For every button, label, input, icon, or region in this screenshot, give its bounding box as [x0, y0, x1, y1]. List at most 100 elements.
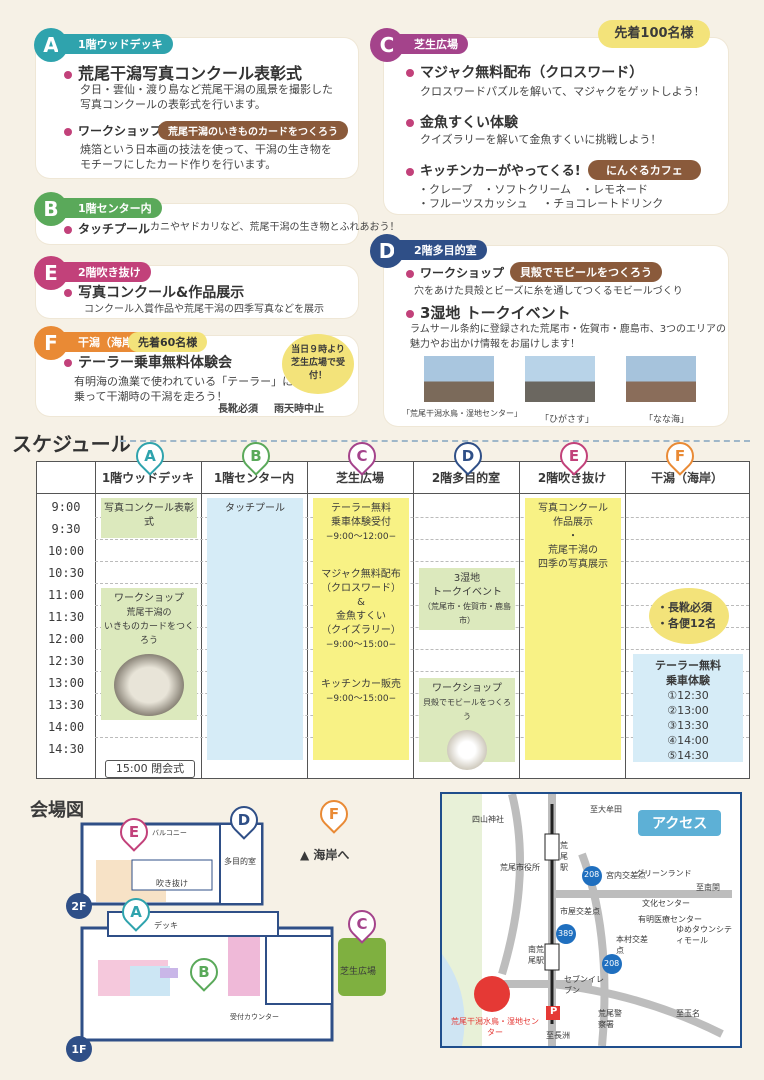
label-police: 荒尾警察署 [598, 1009, 622, 1029]
badge-d: D [370, 234, 404, 268]
a-workshop-event: ワークショップ 荒尾干潟の いきものカードをつくろう [101, 588, 197, 720]
label-youme: ゆめタウンシティモール [676, 925, 732, 945]
a-event2-desc2: モチーフにしたカード作りを行います。 [80, 158, 277, 171]
d-workshop-event: ワークショップ 貝殻でモビールをつくろう [419, 678, 515, 770]
b-touchpool-event: タッチプール [207, 498, 303, 760]
label-miyauchi: 宮内交差点 [606, 871, 646, 880]
header-atrium: 2階吹き抜け [519, 462, 625, 494]
time-label: 9:30 [51, 522, 81, 536]
f-event-title: テーラー乗車無料体験会 [64, 352, 232, 372]
label-tamana: 至玉名 [676, 1009, 700, 1018]
e-event-title: 写真コンクール&作品展示 [64, 282, 244, 302]
location-b: 1階センター内 [58, 198, 162, 218]
e-exhibit-event: 写真コンクール 作品展示 ・ 荒尾干潟の 四季の写真展示 [525, 498, 621, 760]
f-note1: 長靴必須 [218, 404, 258, 415]
section-a-card [36, 38, 358, 178]
schedule-title: スケジュール [12, 432, 131, 456]
label-route-208b: 208 [604, 959, 620, 968]
venue-title: 会場図 [30, 800, 84, 821]
header-center: 1階センター内 [201, 462, 307, 494]
row-divider [95, 539, 749, 540]
b-event-desc: カニやヤドカリなど、荒尾干潟の生き物とふれあおう！ [150, 222, 400, 233]
lawn-label: 芝生広場 [340, 967, 377, 977]
label-city-hall: 荒尾市役所 [500, 863, 540, 872]
time-label: 10:30 [47, 566, 85, 580]
floor-1f: 1F [66, 1036, 92, 1062]
f-tailor-event: テーラー無料 乗車体験 ①12:30 ②13:00 ③13:30 ④14:00 … [633, 654, 743, 762]
header-lawn: 芝生広場 [307, 462, 413, 494]
access-title: アクセス [638, 810, 722, 836]
a-event1-title: 荒尾干潟写真コンクール表彰式 [64, 60, 302, 84]
col-divider [519, 462, 520, 778]
f-note2: 雨天時中止 [274, 404, 324, 415]
d-event2-desc2: 魅力やお出かけ情報をお届けします！ [410, 339, 580, 350]
label-route-208a: 208 [584, 870, 600, 879]
time-label: 13:30 [47, 698, 85, 712]
label-arao-station: 荒尾駅 [560, 841, 568, 872]
c-event2-title: 金魚すくい体験 [406, 112, 518, 132]
c-event3-title: キッチンカーがやってくる! [406, 160, 581, 179]
f-event-desc2: 乗って干潮時の干潟を走ろう！ [74, 390, 228, 403]
schedule-table: 1階ウッドデッキ 1階センター内 芝生広場 2階多目的室 2階吹き抜け 干潟（海… [36, 461, 750, 779]
label-seven: セブンイレブン [564, 975, 604, 995]
d-mobile-photo [447, 730, 487, 770]
d-photo2-caption: 「ひがさす」 [540, 415, 595, 425]
d-event1-title: ワークショップ [406, 264, 504, 281]
time-label: 11:30 [47, 610, 85, 624]
label-omuta: 至大牟田 [590, 805, 622, 814]
header-tideflat: 干潟（海岸） [625, 462, 749, 494]
d-talk-event: 3湿地 トークイベント （荒尾市・佐賀市・鹿島市） [419, 568, 515, 630]
access-roads [442, 794, 732, 1046]
col-divider [625, 462, 626, 778]
time-label: 11:00 [47, 588, 85, 602]
time-label: 13:00 [47, 676, 85, 690]
d-photo1 [424, 356, 494, 402]
col-divider [201, 462, 202, 778]
row-divider [95, 671, 749, 672]
section-c-card [384, 38, 728, 214]
a-award-event: 写真コンクール表彰式 [101, 498, 197, 538]
b-event-title: タッチプール [64, 220, 150, 237]
deck-label: デッキ [154, 921, 178, 930]
f-note-bubble: ・長靴必須 ・各便12名 [649, 588, 729, 644]
d-event2-title: 3湿地 トークイベント [406, 302, 571, 323]
location-e: 2階吹き抜け [58, 262, 151, 282]
c-event2-desc: クイズラリーを解いて金魚すくいに挑戦しよう！ [420, 133, 662, 146]
c-lawn-event: テーラー無料 乗車体験受付 −9:00〜12:00− マジャク無料配布 （クロス… [313, 498, 409, 760]
d-photo1-caption: 「荒尾干潟水鳥・湿地センター」 [402, 409, 522, 418]
header-multipurpose: 2階多目的室 [413, 462, 519, 494]
time-label: 10:00 [47, 544, 85, 558]
col-divider [307, 462, 308, 778]
schedule-divider [120, 440, 750, 442]
balcony-label: バルコニー [152, 829, 187, 837]
d-photo2 [525, 356, 595, 402]
col-divider [413, 462, 414, 778]
c-menu1: ・クレープ ・ソフトクリーム ・レモネード [418, 183, 649, 196]
row-divider [95, 561, 749, 562]
label-hospital: 有明医療センター [638, 915, 702, 924]
f-bubble: 当日９時より芝生広場で受付！ [282, 334, 354, 394]
multi-room-label: 多目的室 [224, 857, 256, 866]
time-label: 14:00 [47, 720, 85, 734]
c-limit: 先着100名様 [598, 20, 710, 48]
d-event1-desc: 穴をあけた貝殻とビーズに糸を通してつくるモビールづくり [414, 286, 683, 297]
header-corner [37, 462, 95, 494]
row-divider [95, 649, 749, 650]
label-route-389: 389 [558, 929, 574, 938]
venue-map [80, 822, 386, 1042]
a-event1-desc2: 写真コンクールの表彰式を行います。 [80, 98, 266, 111]
label-nagasu: 至長洲 [546, 1031, 570, 1040]
time-label: 14:30 [47, 742, 85, 756]
c-event3-pill: にんぐるカフェ [588, 160, 701, 180]
location-d: 2階多目的室 [394, 240, 487, 260]
label-center: 荒尾干潟水鳥・湿地センター [451, 1017, 539, 1037]
a-event1-desc1: 夕日・雲仙・渡り島など荒尾干潟の風景を撮影した [80, 83, 333, 96]
c-event1-title: マジャク無料配布（クロスワード） [406, 62, 643, 82]
d-photo3-caption: 「なな海」 [644, 415, 690, 425]
e-event-desc: コンクール入賞作品や荒尾干潟の四季写真などを展示 [84, 304, 324, 315]
atrium-label: 吹き抜け [156, 879, 188, 888]
col-divider [95, 462, 96, 778]
label-greenland: グリーンランド [636, 869, 692, 878]
d-photo3 [626, 356, 696, 402]
a-event2-title: ワークショップ [64, 122, 162, 139]
